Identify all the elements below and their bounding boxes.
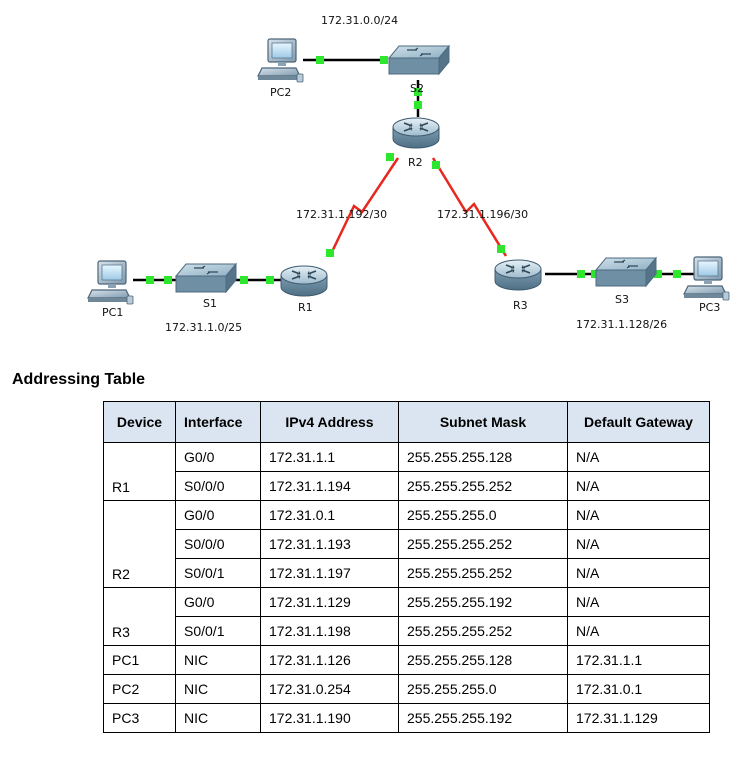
cell-mask: 255.255.255.0 [398, 674, 568, 704]
cell-interface: S0/0/1 [175, 558, 261, 588]
serial-link-r2-r3 [431, 157, 508, 257]
pc3-icon[interactable] [683, 256, 730, 301]
switch-s3-icon[interactable] [595, 257, 657, 287]
cell-interface: NIC [175, 645, 261, 675]
cell-ipv4: 172.31.1.1 [260, 442, 399, 472]
network-label-wan-r1-r2: 172.31.1.192/30 [296, 208, 387, 221]
table-row: PC1 NIC 172.31.1.126 255.255.255.128 172… [103, 645, 710, 675]
header-interface: Interface [175, 401, 261, 443]
cell-device: R1 [103, 442, 176, 501]
label-pc2: PC2 [270, 86, 291, 99]
cell-mask: 255.255.255.252 [398, 558, 568, 588]
pc1-icon[interactable] [87, 260, 134, 305]
cell-ipv4: 172.31.1.194 [260, 471, 399, 501]
cell-interface: G0/0 [175, 442, 261, 472]
cell-gateway: N/A [567, 558, 710, 588]
switch-s2-icon[interactable] [388, 45, 450, 75]
cell-gateway: N/A [567, 616, 710, 646]
cell-mask: 255.255.255.192 [398, 703, 568, 733]
label-r2: R2 [408, 156, 423, 169]
cell-ipv4: 172.31.1.190 [260, 703, 399, 733]
cell-ipv4: 172.31.1.129 [260, 587, 399, 617]
cell-mask: 255.255.255.128 [398, 442, 568, 472]
cell-mask: 255.255.255.0 [398, 500, 568, 530]
table-row: R2 G0/0 172.31.0.1 255.255.255.0 N/A [103, 500, 710, 588]
cell-interface: S0/0/1 [175, 616, 261, 646]
label-pc3: PC3 [699, 301, 720, 314]
cell-interface: S0/0/0 [175, 471, 261, 501]
router-r2-icon[interactable] [392, 117, 440, 149]
cell-mask: 255.255.255.128 [398, 645, 568, 675]
table-row: S0/0/1 172.31.1.197 255.255.255.252 N/A [104, 558, 710, 588]
cell-mask: 255.255.255.252 [398, 471, 568, 501]
table-row: PC2 NIC 172.31.0.254 255.255.255.0 172.3… [103, 674, 710, 704]
network-topology-diagram: PC2 S2 R2 PC1 S1 R1 R3 S3 PC3 172.31.0.0… [87, 14, 730, 334]
header-default-gateway: Default Gateway [567, 401, 710, 443]
cell-gateway: N/A [567, 587, 710, 617]
cell-gateway: N/A [567, 442, 710, 472]
cell-gateway: N/A [567, 471, 710, 501]
router-r3-icon[interactable] [494, 259, 542, 291]
addressing-table-heading: Addressing Table [12, 371, 146, 388]
table-header-row: Device Interface IPv4 Address Subnet Mas… [103, 401, 710, 443]
label-s2: S2 [410, 82, 424, 95]
cell-ipv4: 172.31.0.254 [260, 674, 399, 704]
header-device: Device [103, 401, 176, 443]
cell-device: PC2 [103, 674, 176, 704]
label-s3: S3 [615, 293, 629, 306]
table-row: S0/0/1 172.31.1.198 255.255.255.252 N/A [104, 616, 710, 646]
network-label-lan-r2: 172.31.0.0/24 [321, 14, 398, 27]
table-row: S0/0/0 172.31.1.193 255.255.255.252 N/A [104, 529, 710, 559]
cell-interface: NIC [175, 674, 261, 704]
cell-gateway: 172.31.0.1 [567, 674, 710, 704]
header-ipv4-address: IPv4 Address [260, 401, 399, 443]
table-row: S0/0/0 172.31.1.194 255.255.255.252 N/A [104, 471, 710, 501]
cell-gateway: N/A [567, 500, 710, 530]
cell-device: R3 [103, 587, 176, 646]
label-pc1: PC1 [102, 306, 123, 319]
network-label-lan-r3: 172.31.1.128/26 [576, 318, 667, 331]
cell-gateway: N/A [567, 529, 710, 559]
serial-link-r1-r2 [328, 157, 400, 257]
pc2-icon[interactable] [257, 38, 304, 83]
cell-ipv4: 172.31.1.198 [260, 616, 399, 646]
label-s1: S1 [203, 297, 217, 310]
cell-interface: S0/0/0 [175, 529, 261, 559]
cell-ipv4: 172.31.1.197 [260, 558, 399, 588]
cell-gateway: 172.31.1.1 [567, 645, 710, 675]
cell-device: PC1 [103, 645, 176, 675]
network-label-wan-r2-r3: 172.31.1.196/30 [437, 208, 528, 221]
cell-interface: G0/0 [175, 587, 261, 617]
cell-device: PC3 [103, 703, 176, 733]
cell-ipv4: 172.31.1.193 [260, 529, 399, 559]
header-subnet-mask: Subnet Mask [398, 401, 568, 443]
label-r3: R3 [513, 299, 528, 312]
cell-interface: NIC [175, 703, 261, 733]
cell-interface: G0/0 [175, 500, 261, 530]
cell-mask: 255.255.255.192 [398, 587, 568, 617]
cell-mask: 255.255.255.252 [398, 529, 568, 559]
table-row: R3 G0/0 172.31.1.129 255.255.255.192 N/A [103, 587, 710, 646]
link-status-lights [146, 56, 681, 284]
cell-ipv4: 172.31.0.1 [260, 500, 399, 530]
cell-mask: 255.255.255.252 [398, 616, 568, 646]
cell-device: R2 [103, 500, 176, 588]
addressing-table: Device Interface IPv4 Address Subnet Mas… [103, 401, 710, 733]
switch-s1-icon[interactable] [175, 263, 237, 293]
table-row: PC3 NIC 172.31.1.190 255.255.255.192 172… [103, 703, 710, 733]
network-label-lan-r1: 172.31.1.0/25 [165, 321, 242, 334]
cell-gateway: 172.31.1.129 [567, 703, 710, 733]
cell-ipv4: 172.31.1.126 [260, 645, 399, 675]
router-r1-icon[interactable] [280, 265, 328, 297]
table-row: R1 G0/0 172.31.1.1 255.255.255.128 N/A [103, 442, 710, 501]
label-r1: R1 [298, 301, 313, 314]
